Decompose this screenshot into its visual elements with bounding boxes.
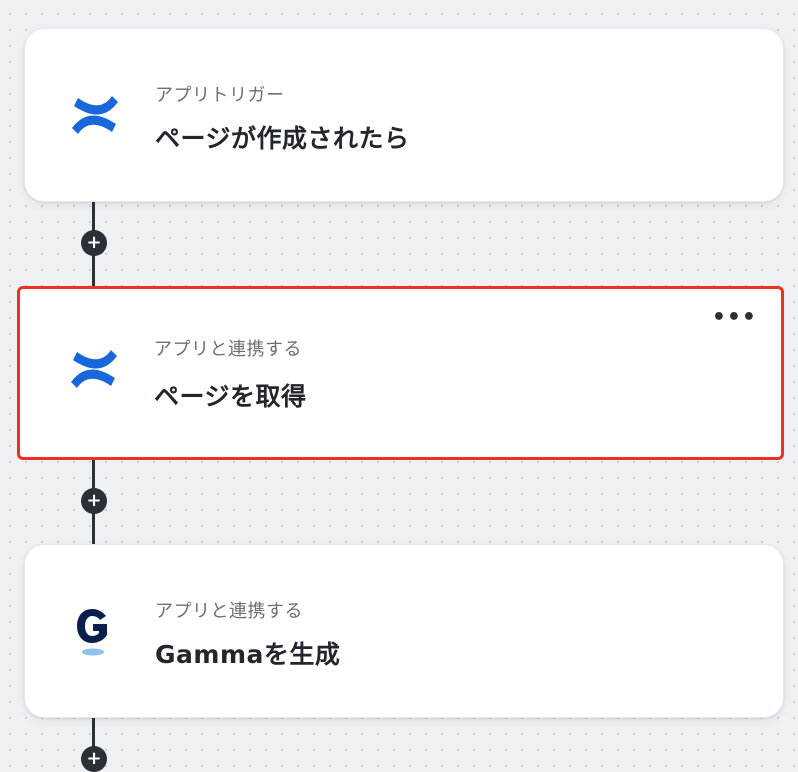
more-options-icon[interactable]: •••: [711, 305, 757, 330]
step-title: ページを取得: [154, 382, 307, 411]
gamma-icon: [67, 603, 123, 659]
confluence-icon: [66, 341, 122, 397]
flow-connector: [92, 718, 95, 768]
step-kind-label: アプリトリガー: [155, 85, 285, 106]
step-title: Gammaを生成: [155, 640, 341, 669]
step-title: ページが作成されたら: [155, 124, 410, 153]
flow-step-card[interactable]: アプリと連携する Gammaを生成: [24, 544, 784, 718]
flow-step-card-selected[interactable]: ••• アプリと連携する ページを取得: [17, 286, 784, 460]
step-kind-label: アプリと連携する: [155, 601, 303, 622]
step-kind-label: アプリと連携する: [154, 339, 302, 360]
flow-step-card[interactable]: アプリトリガー ページが作成されたら: [24, 28, 784, 202]
add-step-button[interactable]: +: [81, 746, 107, 772]
add-step-button[interactable]: +: [81, 230, 107, 256]
confluence-icon: [67, 87, 123, 143]
add-step-button[interactable]: +: [81, 488, 107, 514]
